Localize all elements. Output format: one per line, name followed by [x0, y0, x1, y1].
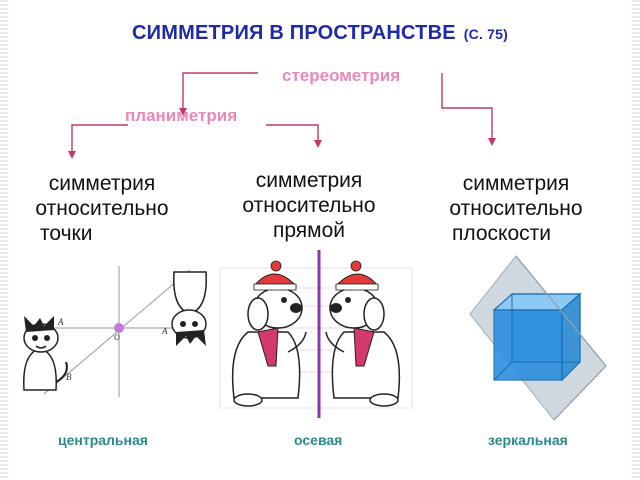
caption-mirror: зеркальная [488, 432, 568, 448]
left-border [0, 0, 8, 480]
label-line-3: точки [40, 222, 93, 245]
dog-left [231, 260, 307, 407]
point-a-label: A [57, 317, 64, 327]
center-point [114, 323, 124, 333]
axial-symmetry-figure [219, 250, 413, 418]
point-b-label: B [66, 372, 72, 382]
cat-original [23, 316, 68, 391]
right-border [632, 0, 640, 480]
label-line-2: относительно [242, 194, 376, 217]
title-main: СИММЕТРИЯ В ПРОСТРАНСТВЕ [132, 22, 456, 44]
page-title: СИММЕТРИЯ В ПРОСТРАНСТВЕ (С. 75) [0, 22, 640, 45]
label-line-2: относительно [449, 197, 583, 220]
branch-planimetry: планиметрия [125, 106, 238, 125]
label-line-1: симметрия [255, 169, 363, 192]
label-point-symmetry: симметрия относительно точки [18, 171, 186, 246]
label-line-symmetry: симметрия относительно прямой [224, 168, 394, 243]
point-a1-label: A [161, 326, 168, 336]
point-o-label: O [114, 333, 120, 342]
central-symmetry-figure: A A B O [23, 266, 207, 397]
label-line-3: прямой [272, 219, 346, 242]
mirror-symmetry-figure [469, 255, 607, 421]
label-line-1: симметрия [462, 172, 570, 195]
label-plane-symmetry: симметрия относительно плоскости [432, 171, 600, 246]
label-line-1: симметрия [48, 172, 156, 195]
caption-central: центральная [58, 432, 148, 448]
dog-right [325, 260, 401, 407]
label-line-2: относительно [35, 197, 169, 220]
caption-axial: осевая [294, 432, 343, 448]
label-line-3: плоскости [452, 222, 551, 245]
branch-stereometry: стереометрия [282, 66, 401, 85]
title-page-ref: (С. 75) [463, 26, 508, 42]
cat-reflected [171, 271, 207, 346]
